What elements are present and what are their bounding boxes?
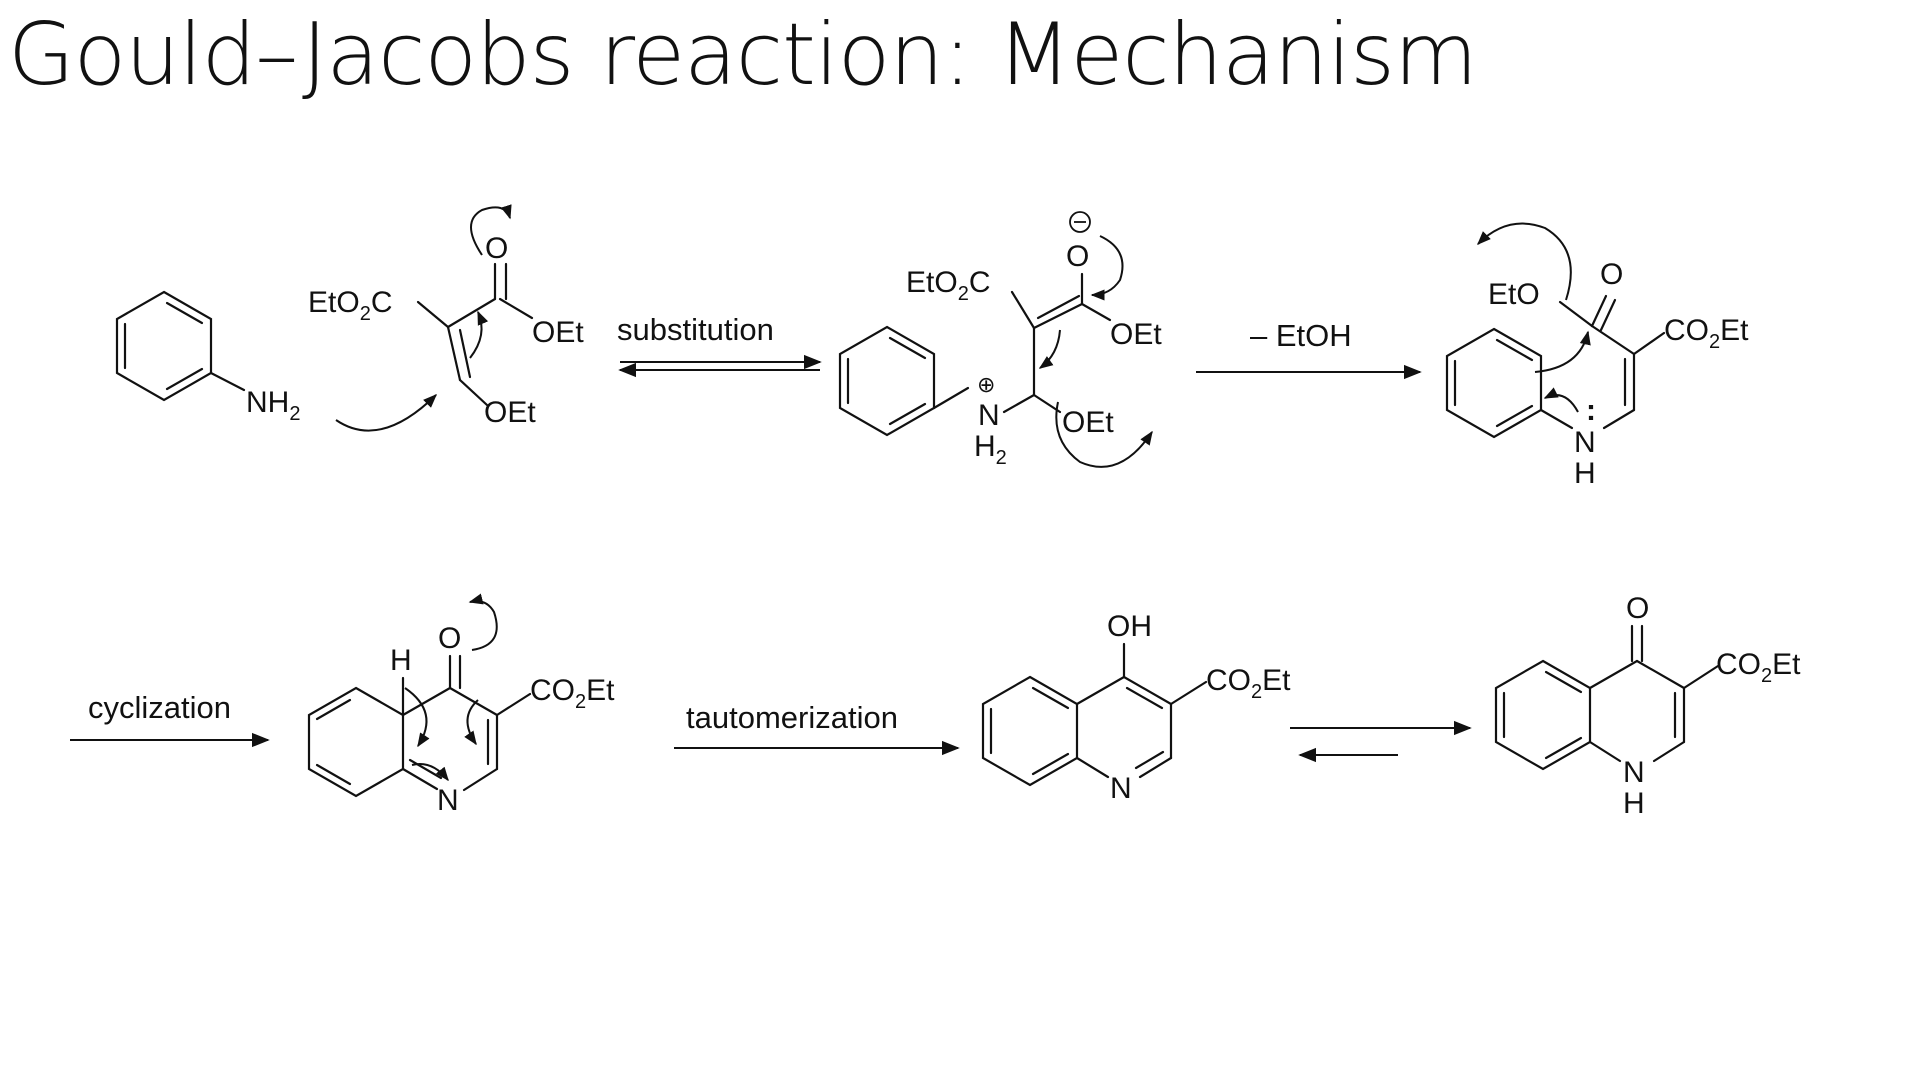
hydroxyquinoline-product: N OH CO2Et: [981, 610, 1291, 805]
quinolone-product: N H O CO2Et: [1494, 592, 1801, 820]
curly-arrow-ring-attack: [1534, 330, 1591, 373]
emme-carbonyl-o-label: O: [485, 232, 508, 265]
enamine-carbonyl-o-label: O: [1600, 258, 1623, 291]
intermediate-oet-upper-label: OEt: [1110, 318, 1162, 351]
curly-arrow-n-attack: [335, 394, 437, 432]
curly-arrow-ethoxide-leave: [1055, 401, 1153, 468]
quinolone-nh-label: H: [1623, 787, 1645, 820]
aniline-molecule: NH2: [115, 290, 300, 425]
emme-enol-oet-label: OEt: [484, 396, 536, 429]
emme-molecule: EtO2C O OEt OEt: [308, 204, 584, 429]
cyclized-co2et-label: CO2Et: [530, 674, 615, 713]
intermediate-oxide-o-label: O: [1066, 240, 1089, 273]
aniline-benzene-ring: [115, 290, 246, 402]
curly-arrow-oxide-reform: [1090, 235, 1124, 301]
intermediate-plus-charge: ⊕: [977, 372, 995, 397]
step-label-substitution: substitution: [617, 312, 774, 347]
curly-arrow-enol: [464, 699, 479, 746]
enamine-co2et-label: CO2Et: [1664, 314, 1749, 353]
hydroxyquinoline-n-label: N: [1110, 772, 1132, 805]
curly-arrow-ethoxide-release: [1477, 222, 1572, 301]
quinolone-n-label: N: [1623, 756, 1645, 789]
intermediate-n-label: N: [978, 399, 1000, 432]
intermediate-h2-label: H2: [974, 430, 1007, 469]
emme-ester-oet-label: OEt: [532, 316, 584, 349]
step-label-elimination: – EtOH: [1250, 318, 1352, 353]
page-title: Gould–Jacobs reaction: Mechanism: [8, 5, 1478, 105]
intermediate-oet-lower-label: OEt: [1062, 406, 1114, 439]
step-label-tautomerization: tautomerization: [686, 700, 898, 735]
curly-arrow-carbonyl: [470, 204, 512, 256]
aniline-nh2-label: NH2: [246, 386, 300, 425]
enamine-lone-pair: :: [1586, 394, 1596, 427]
intermediate-minus-charge: [1069, 211, 1091, 233]
enamine-eto-label: EtO: [1488, 278, 1540, 311]
hydroxyquinoline-oh-label: OH: [1107, 610, 1152, 643]
cyclized-h-label: H: [390, 644, 412, 677]
curly-arrow-imine: [411, 763, 449, 782]
cyclized-carbonyl-o-label: O: [438, 622, 461, 655]
addition-intermediate: ⊕ N H2 OEt EtO2C O OEt: [838, 211, 1162, 469]
quinolone-carbonyl-o-label: O: [1626, 592, 1649, 625]
curly-arrow-lone-pair: [1543, 387, 1579, 413]
cyclized-intermediate: N O H CO2Et: [307, 593, 615, 817]
enamine-nh-label: H: [1574, 457, 1596, 490]
cyclized-n-label: N: [437, 784, 459, 817]
enamine-intermediate: : N H CO2Et O EtO: [1445, 222, 1749, 490]
quinolone-co2et-label: CO2Et: [1716, 648, 1801, 687]
emme-eto2c-label: EtO2C: [308, 286, 392, 325]
enamine-n-label: N: [1574, 426, 1596, 459]
hydroxyquinoline-co2et-label: CO2Et: [1206, 664, 1291, 703]
curly-arrow-alkene-reform: [1038, 329, 1061, 369]
curly-arrow-ch-break: [404, 687, 430, 748]
step-label-cyclization: cyclization: [88, 690, 231, 725]
curly-arrow-carbonyl-out: [468, 593, 498, 651]
intermediate-eto2c-label: EtO2C: [906, 266, 990, 305]
curly-arrow-alkene: [469, 310, 489, 359]
